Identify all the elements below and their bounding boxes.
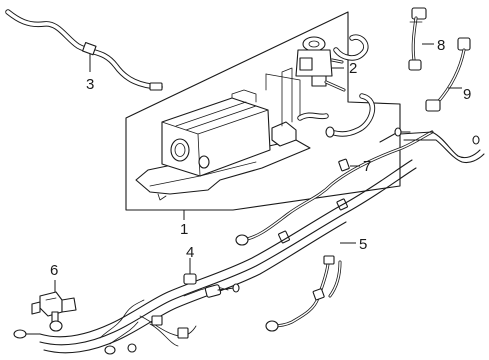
callout-8: 8 — [437, 37, 445, 54]
callout-7: 7 — [363, 158, 371, 175]
canister-port-small — [198, 155, 210, 169]
hose-clamp — [82, 41, 97, 56]
connector-bottom — [408, 59, 422, 71]
vapor-hose-part-3[interactable] — [5, 9, 163, 91]
canister-assembly-part-1[interactable] — [125, 11, 401, 220]
canister-mount — [271, 121, 297, 147]
callout-5: 5 — [359, 236, 367, 253]
canister-port-large — [170, 138, 190, 162]
vent-valve-part-2[interactable] — [295, 36, 346, 92]
line-end-fitting — [235, 234, 249, 246]
fuel-lines-part-7[interactable] — [235, 127, 485, 246]
fitting-body — [39, 291, 63, 317]
main-line-bundle-part-4[interactable] — [13, 159, 417, 355]
line-top-fitting — [323, 255, 335, 265]
connector-top — [411, 7, 427, 20]
callout-1: 1 — [180, 221, 188, 238]
assembly-outline — [125, 11, 401, 211]
connector-bottom — [425, 99, 441, 112]
callout-3: 3 — [86, 76, 94, 93]
line-end-fitting — [265, 320, 279, 332]
hose-part-9[interactable] — [425, 37, 471, 112]
bundle-end-fitting — [13, 329, 27, 339]
valve-top — [302, 36, 326, 52]
callout-6: 6 — [50, 262, 58, 279]
tee-fitting-part-6[interactable] — [31, 280, 77, 332]
hose-part-8[interactable] — [408, 7, 434, 71]
bundle-clip — [183, 273, 197, 285]
callout-2: 2 — [349, 60, 357, 77]
connector-top — [457, 37, 471, 51]
callout-4: 4 — [186, 244, 194, 261]
hose-fitting — [149, 82, 163, 91]
callout-9: 9 — [463, 86, 471, 103]
vapor-line-part-5[interactable] — [265, 242, 356, 332]
